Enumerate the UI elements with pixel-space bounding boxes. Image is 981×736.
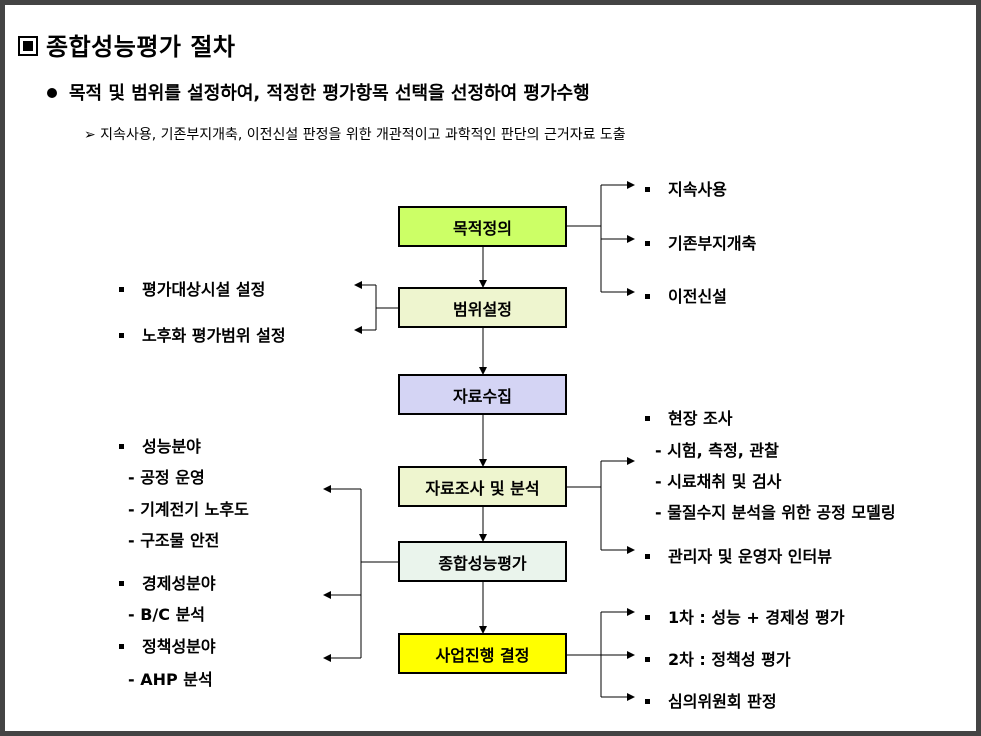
survey-sub-item: - 시험, 측정, 관찰 [655, 441, 779, 460]
sub-bullet: ➢ 지속사용, 기존부지개축, 이전신설 판정을 위한 개관적이고 과학적인 판… [84, 127, 626, 143]
square-bullet-icon [119, 287, 124, 292]
square-bullet-icon [645, 416, 650, 421]
step-survey-analysis: 자료조사 및 분석 [398, 466, 567, 507]
square-bullet-icon [119, 333, 124, 338]
step-data-collection: 자료수집 [398, 374, 567, 415]
eval-economic-sub: - B/C 분석 [128, 605, 206, 624]
scope-item: 노후화 평가범위 설정 [119, 322, 286, 346]
purpose-item: 이전신설 [645, 283, 727, 307]
purpose-item: 지속사용 [645, 176, 727, 200]
square-bullet-icon [119, 644, 124, 649]
decision-item: 2차 : 정책성 평가 [645, 646, 791, 670]
circle-bullet-icon [47, 88, 57, 98]
survey-interview-item: 관리자 및 운영자 인터뷰 [645, 543, 832, 567]
square-bullet-icon [18, 36, 38, 56]
square-bullet-icon [645, 294, 650, 299]
main-bullet: 목적 및 범위를 설정하여, 적정한 평가항목 선택을 선정하여 평가수행 [47, 79, 590, 105]
square-bullet-icon [645, 241, 650, 246]
step-comprehensive-evaluation: 종합성능평가 [398, 541, 567, 582]
purpose-item: 기존부지개축 [645, 230, 756, 254]
square-bullet-icon [645, 657, 650, 662]
square-bullet-icon [119, 444, 124, 449]
scope-item: 평가대상시설 설정 [119, 276, 265, 300]
main-bullet-text: 목적 및 범위를 설정하여, 적정한 평가항목 선택을 선정하여 평가수행 [69, 83, 590, 104]
eval-performance-sub: - 기계전기 노후도 [128, 500, 249, 519]
survey-site-item: 현장 조사 [645, 405, 732, 429]
square-bullet-icon [645, 699, 650, 704]
square-bullet-icon [645, 554, 650, 559]
eval-economic-item: 경제성분야 [119, 570, 216, 594]
step-project-decision: 사업진행 결정 [398, 633, 567, 674]
step-scope-setting: 범위설정 [398, 287, 567, 328]
page-title: 종합성능평가 절차 [18, 27, 236, 62]
step-purpose-definition: 목적정의 [398, 206, 567, 247]
survey-sub-item: - 물질수지 분석을 위한 공정 모델링 [655, 503, 896, 522]
survey-sub-item: - 시료채취 및 검사 [655, 472, 782, 491]
eval-performance-sub: - 공정 운영 [128, 468, 205, 487]
eval-performance-item: 성능분야 [119, 433, 201, 457]
eval-performance-sub: - 구조물 안전 [128, 531, 220, 550]
title-text: 종합성능평가 절차 [46, 33, 236, 61]
square-bullet-icon [119, 581, 124, 586]
decision-item: 심의위원회 판정 [645, 688, 777, 712]
eval-policy-item: 정책성분야 [119, 633, 216, 657]
square-bullet-icon [645, 615, 650, 620]
eval-policy-sub: - AHP 분석 [128, 670, 213, 689]
square-bullet-icon [645, 187, 650, 192]
decision-item: 1차 : 성능 + 경제성 평가 [645, 604, 845, 628]
